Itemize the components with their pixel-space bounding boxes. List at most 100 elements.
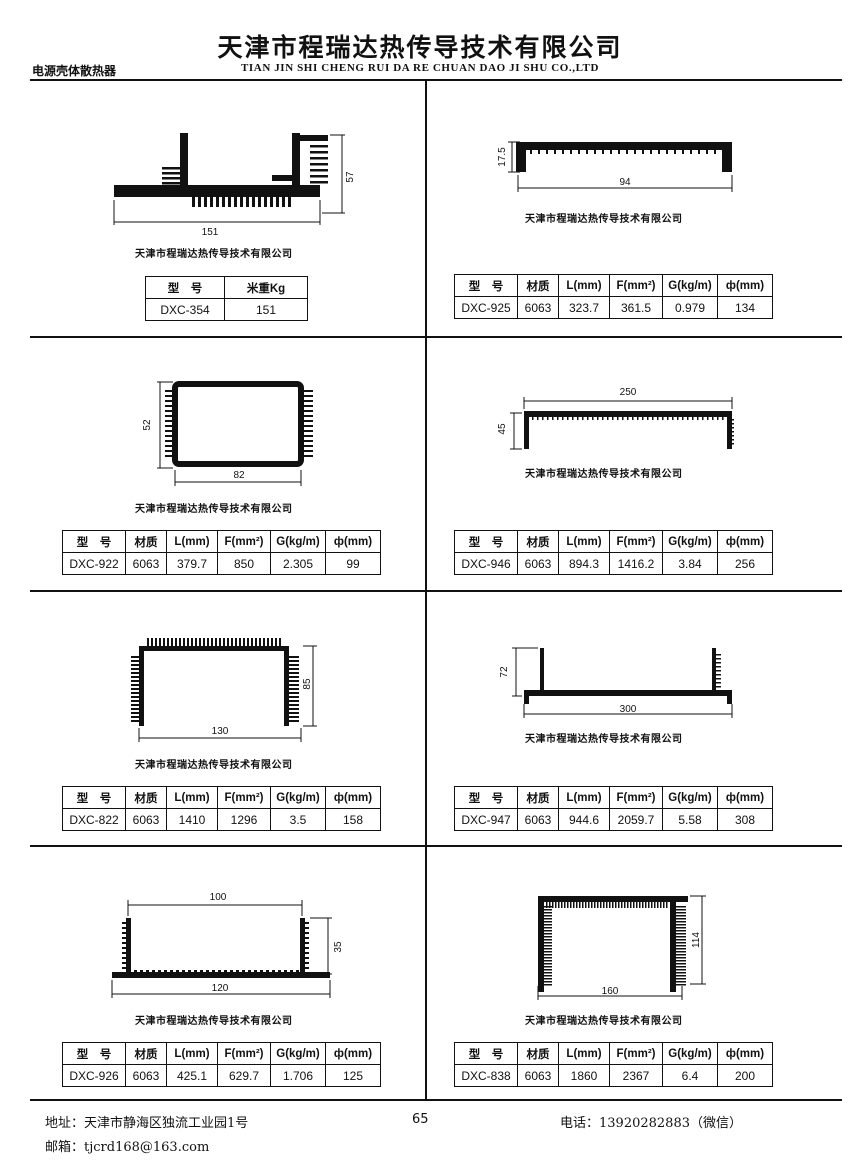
fin (667, 417, 669, 420)
fin (254, 970, 257, 973)
fin (676, 951, 686, 953)
cell-material: 6063 (517, 1064, 559, 1087)
fin (131, 660, 139, 662)
fin (602, 417, 604, 420)
fin (162, 182, 180, 185)
drawing-caption: 天津市程瑞达热传导技术有限公司 (525, 1016, 683, 1027)
fin (211, 638, 213, 646)
fin (697, 417, 699, 420)
fin (303, 395, 313, 397)
fin (676, 930, 686, 932)
fin (200, 970, 203, 973)
th-material: 材质 (517, 274, 559, 297)
fin (289, 664, 299, 666)
fin (206, 970, 209, 973)
profile-drawing-dxc-947: 300 72 (499, 647, 733, 718)
fin (122, 967, 126, 969)
cell-model: DXC-922 (62, 552, 126, 575)
fin (234, 189, 237, 207)
fin (564, 902, 566, 908)
th-area: F(mm²) (609, 274, 663, 297)
fin (289, 720, 299, 722)
fin (567, 902, 569, 908)
fin (672, 417, 674, 420)
fin (682, 150, 684, 154)
fin (303, 435, 313, 437)
cell-model: DXC-354 (145, 298, 225, 321)
fin (592, 417, 594, 420)
fin (676, 918, 686, 920)
fin (122, 942, 126, 944)
fin (162, 172, 180, 175)
fin (676, 969, 686, 971)
th-area: F(mm²) (609, 786, 663, 809)
dim-height: 45 (497, 423, 508, 435)
fin (303, 390, 313, 392)
fin (305, 932, 309, 934)
fin (676, 912, 686, 914)
cell-diameter: 158 (325, 808, 381, 831)
fin (627, 417, 629, 420)
cell-material: 6063 (517, 296, 559, 319)
profile-drawing-dxc-838: 160 114 (537, 895, 706, 1000)
fin (247, 638, 249, 646)
cell-area: 1416.2 (609, 552, 663, 575)
fin (676, 978, 686, 980)
fin (607, 417, 609, 420)
fin (692, 417, 694, 420)
fin (717, 417, 719, 420)
th-material: 材质 (517, 1042, 559, 1065)
fin (272, 970, 275, 973)
fin (676, 954, 686, 956)
header-rule (30, 79, 842, 81)
fin (310, 151, 328, 154)
fin (716, 678, 721, 680)
fin (227, 638, 229, 646)
fin (729, 427, 734, 429)
cell-length: 379.7 (166, 552, 218, 575)
fin (289, 692, 299, 694)
dim-height: 85 (302, 678, 313, 690)
profile-drawing-dxc-925: 94 17.5 (497, 141, 733, 192)
fin (259, 638, 261, 646)
fin (191, 638, 193, 646)
fin (642, 902, 644, 908)
fin (706, 150, 708, 154)
fin (712, 417, 714, 420)
th-length: L(mm) (558, 530, 610, 553)
dim-width: 82 (233, 470, 245, 481)
cell-model: DXC-925 (454, 296, 518, 319)
fin (591, 902, 593, 908)
fin (264, 189, 267, 207)
fin (634, 150, 636, 154)
footer-email: 邮箱：tjcrd168@163.com (45, 1140, 210, 1155)
fin (179, 638, 181, 646)
th-model: 型 号 (62, 1042, 126, 1065)
spec-table-dxc-822: 型 号 材质 L(mm) F(mm²) G(kg/m) ф(mm) DXC-82… (62, 786, 381, 831)
cell-weight: 151 (224, 298, 308, 321)
fin (603, 902, 605, 908)
fin (147, 638, 149, 646)
th-length: L(mm) (558, 786, 610, 809)
fin (167, 638, 169, 646)
fin (544, 972, 552, 974)
fin (651, 902, 653, 908)
fin (122, 922, 126, 924)
fin (729, 443, 734, 445)
drawing-caption: 天津市程瑞达热传导技术有限公司 (135, 249, 293, 260)
row-divider-1 (30, 336, 842, 338)
fin (231, 638, 233, 646)
fin (219, 638, 221, 646)
th-length: L(mm) (166, 786, 218, 809)
fin (212, 970, 215, 973)
fin (544, 984, 552, 986)
fin (537, 417, 539, 420)
fin (530, 150, 532, 154)
th-material: 材质 (517, 786, 559, 809)
dim-height: 17.5 (497, 147, 508, 167)
th-area: F(mm²) (217, 1042, 271, 1065)
profile-drawing-dxc-822: 130 85 (131, 638, 317, 742)
fin (630, 902, 632, 908)
fin (570, 150, 572, 154)
fin (546, 150, 548, 154)
